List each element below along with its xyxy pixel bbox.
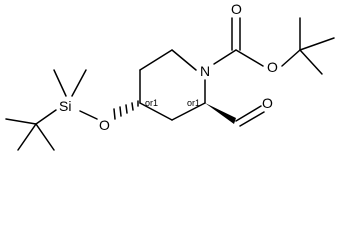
piperidine-ring	[139, 49, 206, 121]
bond-c3-c2	[171, 102, 206, 121]
bond-si-methyl-left	[53, 69, 67, 97]
atom-o-ester: O	[267, 59, 278, 75]
atom-o-carbonyl: O	[231, 1, 242, 17]
bond-c4-c3	[139, 102, 173, 121]
bond-si-methyl-right	[71, 69, 87, 97]
hash-4	[119, 106, 122, 117]
hash-2	[131, 102, 134, 111]
bond-carbonyl-c-ester-o	[235, 49, 264, 67]
bond-ester-o-tbu-c	[281, 49, 301, 67]
bond-c6-c5	[139, 49, 173, 71]
stereo-label-c2: or1	[187, 98, 200, 108]
bond-tbu2-methyl-down-left	[17, 123, 37, 151]
bond-tbu2-methyl-left	[5, 118, 37, 125]
bond-n1-carbonyl-c	[213, 49, 237, 65]
bond-cho-double-2	[239, 111, 265, 127]
bond-cho-double-1	[235, 105, 262, 122]
wedge-bond-c2-cho	[205, 103, 236, 124]
molecule-diagram: N O O O O Si or1 or1	[5, 1, 335, 151]
hash-5	[113, 108, 116, 120]
bond-o-si	[79, 110, 98, 120]
hashed-wedge-c4-o	[113, 100, 139, 120]
atom-o-ether: O	[99, 117, 110, 133]
chemical-structure-canvas: N O O O O Si or1 or1	[5, 1, 335, 151]
boc-group	[213, 17, 335, 75]
atom-n1: N	[200, 63, 210, 79]
stereo-label-c4: or1	[145, 98, 158, 108]
stereo-labels: or1 or1	[145, 98, 200, 108]
aldehyde-group	[205, 103, 265, 127]
bond-tbu2-methyl-down-right	[35, 123, 55, 151]
atom-labels: N O O O O Si	[59, 1, 278, 133]
tbs-group	[5, 69, 98, 151]
bond-tbu-methyl-down	[299, 49, 323, 75]
bond-n1-c6	[171, 49, 197, 71]
atom-si: Si	[59, 98, 71, 114]
bond-tbu-methyl-right	[299, 37, 335, 51]
hash-3	[125, 104, 128, 114]
bond-si-tbu-c	[35, 109, 57, 125]
atom-o-aldehyde: O	[262, 95, 273, 111]
